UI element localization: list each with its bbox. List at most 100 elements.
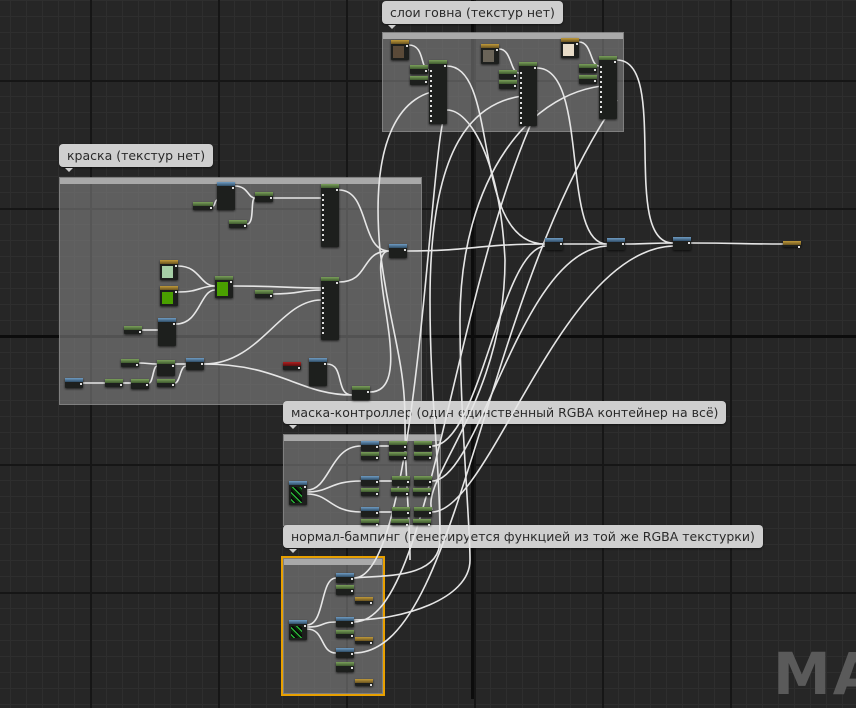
- wire-connection[interactable]: [536, 67, 608, 245]
- material-expression-node[interactable]: [545, 238, 563, 250]
- material-expression-node[interactable]: [579, 75, 597, 84]
- input-pin[interactable]: [322, 307, 324, 309]
- wire-connection[interactable]: [203, 299, 322, 365]
- output-pin[interactable]: [172, 365, 174, 367]
- output-pin[interactable]: [444, 65, 446, 67]
- material-expression-node[interactable]: [607, 238, 625, 250]
- input-pin[interactable]: [600, 91, 602, 93]
- output-pin[interactable]: [407, 481, 409, 483]
- comment-title-paint[interactable]: краска (текстур нет): [59, 144, 214, 172]
- output-pin[interactable]: [376, 481, 378, 483]
- wire-connection[interactable]: [338, 189, 390, 252]
- input-pin[interactable]: [600, 96, 602, 98]
- output-pin[interactable]: [304, 625, 306, 627]
- output-pin[interactable]: [614, 61, 616, 63]
- wire-connection[interactable]: [177, 285, 216, 293]
- wire-connection[interactable]: [431, 245, 546, 447]
- output-pin[interactable]: [376, 446, 378, 448]
- material-expression-node[interactable]: [193, 202, 213, 210]
- material-expression-node[interactable]: [410, 76, 428, 85]
- material-expression-node[interactable]: [413, 519, 431, 526]
- material-expression-node[interactable]: [336, 630, 354, 638]
- material-expression-node[interactable]: [355, 597, 373, 604]
- wire-connection[interactable]: [306, 493, 362, 513]
- output-pin[interactable]: [425, 81, 427, 83]
- input-pin[interactable]: [600, 86, 602, 88]
- wire-connection[interactable]: [246, 197, 256, 225]
- material-expression-node[interactable]: [355, 679, 373, 686]
- wire-connection[interactable]: [272, 289, 322, 295]
- material-expression-node[interactable]: [124, 326, 142, 334]
- material-expression-node[interactable]: [783, 241, 801, 248]
- comment-title-normal[interactable]: нормал-бампинг (генерируется функцией из…: [283, 525, 763, 553]
- input-pin[interactable]: [520, 72, 522, 74]
- output-pin[interactable]: [576, 43, 578, 45]
- output-pin[interactable]: [139, 331, 141, 333]
- wire-connection[interactable]: [203, 363, 353, 396]
- output-pin[interactable]: [351, 590, 353, 592]
- input-pin[interactable]: [322, 219, 324, 221]
- wire-connection[interactable]: [353, 109, 448, 579]
- input-pin[interactable]: [520, 97, 522, 99]
- material-expression-node[interactable]: [229, 220, 247, 228]
- input-pin[interactable]: [520, 122, 522, 124]
- output-pin[interactable]: [232, 187, 234, 189]
- output-pin[interactable]: [351, 635, 353, 637]
- input-pin[interactable]: [322, 234, 324, 236]
- material-expression-node[interactable]: [105, 379, 123, 387]
- input-pin[interactable]: [322, 312, 324, 314]
- material-expression-node[interactable]: [361, 476, 379, 486]
- wire-connection[interactable]: [624, 242, 674, 245]
- input-pin[interactable]: [520, 92, 522, 94]
- input-pin[interactable]: [430, 110, 432, 112]
- output-pin[interactable]: [230, 281, 232, 283]
- output-pin[interactable]: [136, 364, 138, 366]
- material-expression-node[interactable]: [186, 358, 204, 370]
- wire-connection[interactable]: [175, 289, 216, 325]
- material-expression-node[interactable]: [217, 182, 235, 210]
- output-pin[interactable]: [175, 291, 177, 293]
- wire-connection[interactable]: [353, 84, 618, 621]
- wire-connection[interactable]: [326, 363, 353, 396]
- material-expression-node[interactable]: [361, 507, 379, 517]
- output-pin[interactable]: [376, 524, 378, 526]
- material-expression-node[interactable]: [673, 237, 691, 250]
- output-pin[interactable]: [351, 578, 353, 580]
- input-pin[interactable]: [600, 81, 602, 83]
- wire-connection[interactable]: [138, 362, 158, 365]
- wire-connection[interactable]: [616, 59, 674, 244]
- wire-connection[interactable]: [431, 245, 608, 482]
- output-pin[interactable]: [370, 684, 372, 686]
- wire-connection[interactable]: [212, 199, 218, 207]
- input-pin[interactable]: [430, 120, 432, 122]
- wire-connection[interactable]: [406, 243, 546, 252]
- input-pin[interactable]: [430, 85, 432, 87]
- material-expression-node[interactable]: [389, 441, 407, 451]
- material-expression-node[interactable]: [414, 476, 432, 486]
- material-expression-node[interactable]: [121, 359, 139, 367]
- material-expression-node[interactable]: [131, 379, 149, 389]
- output-pin[interactable]: [798, 246, 800, 248]
- wire-connection[interactable]: [430, 109, 506, 511]
- wire-connection[interactable]: [431, 245, 674, 513]
- material-expression-node[interactable]: [321, 184, 339, 247]
- output-pin[interactable]: [688, 242, 690, 244]
- wire-connection[interactable]: [234, 185, 256, 199]
- material-expression-node[interactable]: [599, 56, 617, 119]
- wire-connection[interactable]: [306, 480, 362, 493]
- output-pin[interactable]: [270, 295, 272, 297]
- wire-connection[interactable]: [369, 250, 392, 393]
- material-expression-node[interactable]: [389, 452, 407, 460]
- input-pin[interactable]: [322, 229, 324, 231]
- input-pin[interactable]: [322, 292, 324, 294]
- color-constant-node[interactable]: [160, 260, 178, 280]
- input-pin[interactable]: [322, 239, 324, 241]
- output-pin[interactable]: [429, 512, 431, 514]
- material-expression-node[interactable]: [579, 64, 597, 73]
- input-pin[interactable]: [600, 106, 602, 108]
- output-pin[interactable]: [351, 653, 353, 655]
- input-pin[interactable]: [600, 66, 602, 68]
- output-pin[interactable]: [429, 457, 431, 459]
- input-pin[interactable]: [430, 70, 432, 72]
- material-expression-node[interactable]: [414, 441, 432, 451]
